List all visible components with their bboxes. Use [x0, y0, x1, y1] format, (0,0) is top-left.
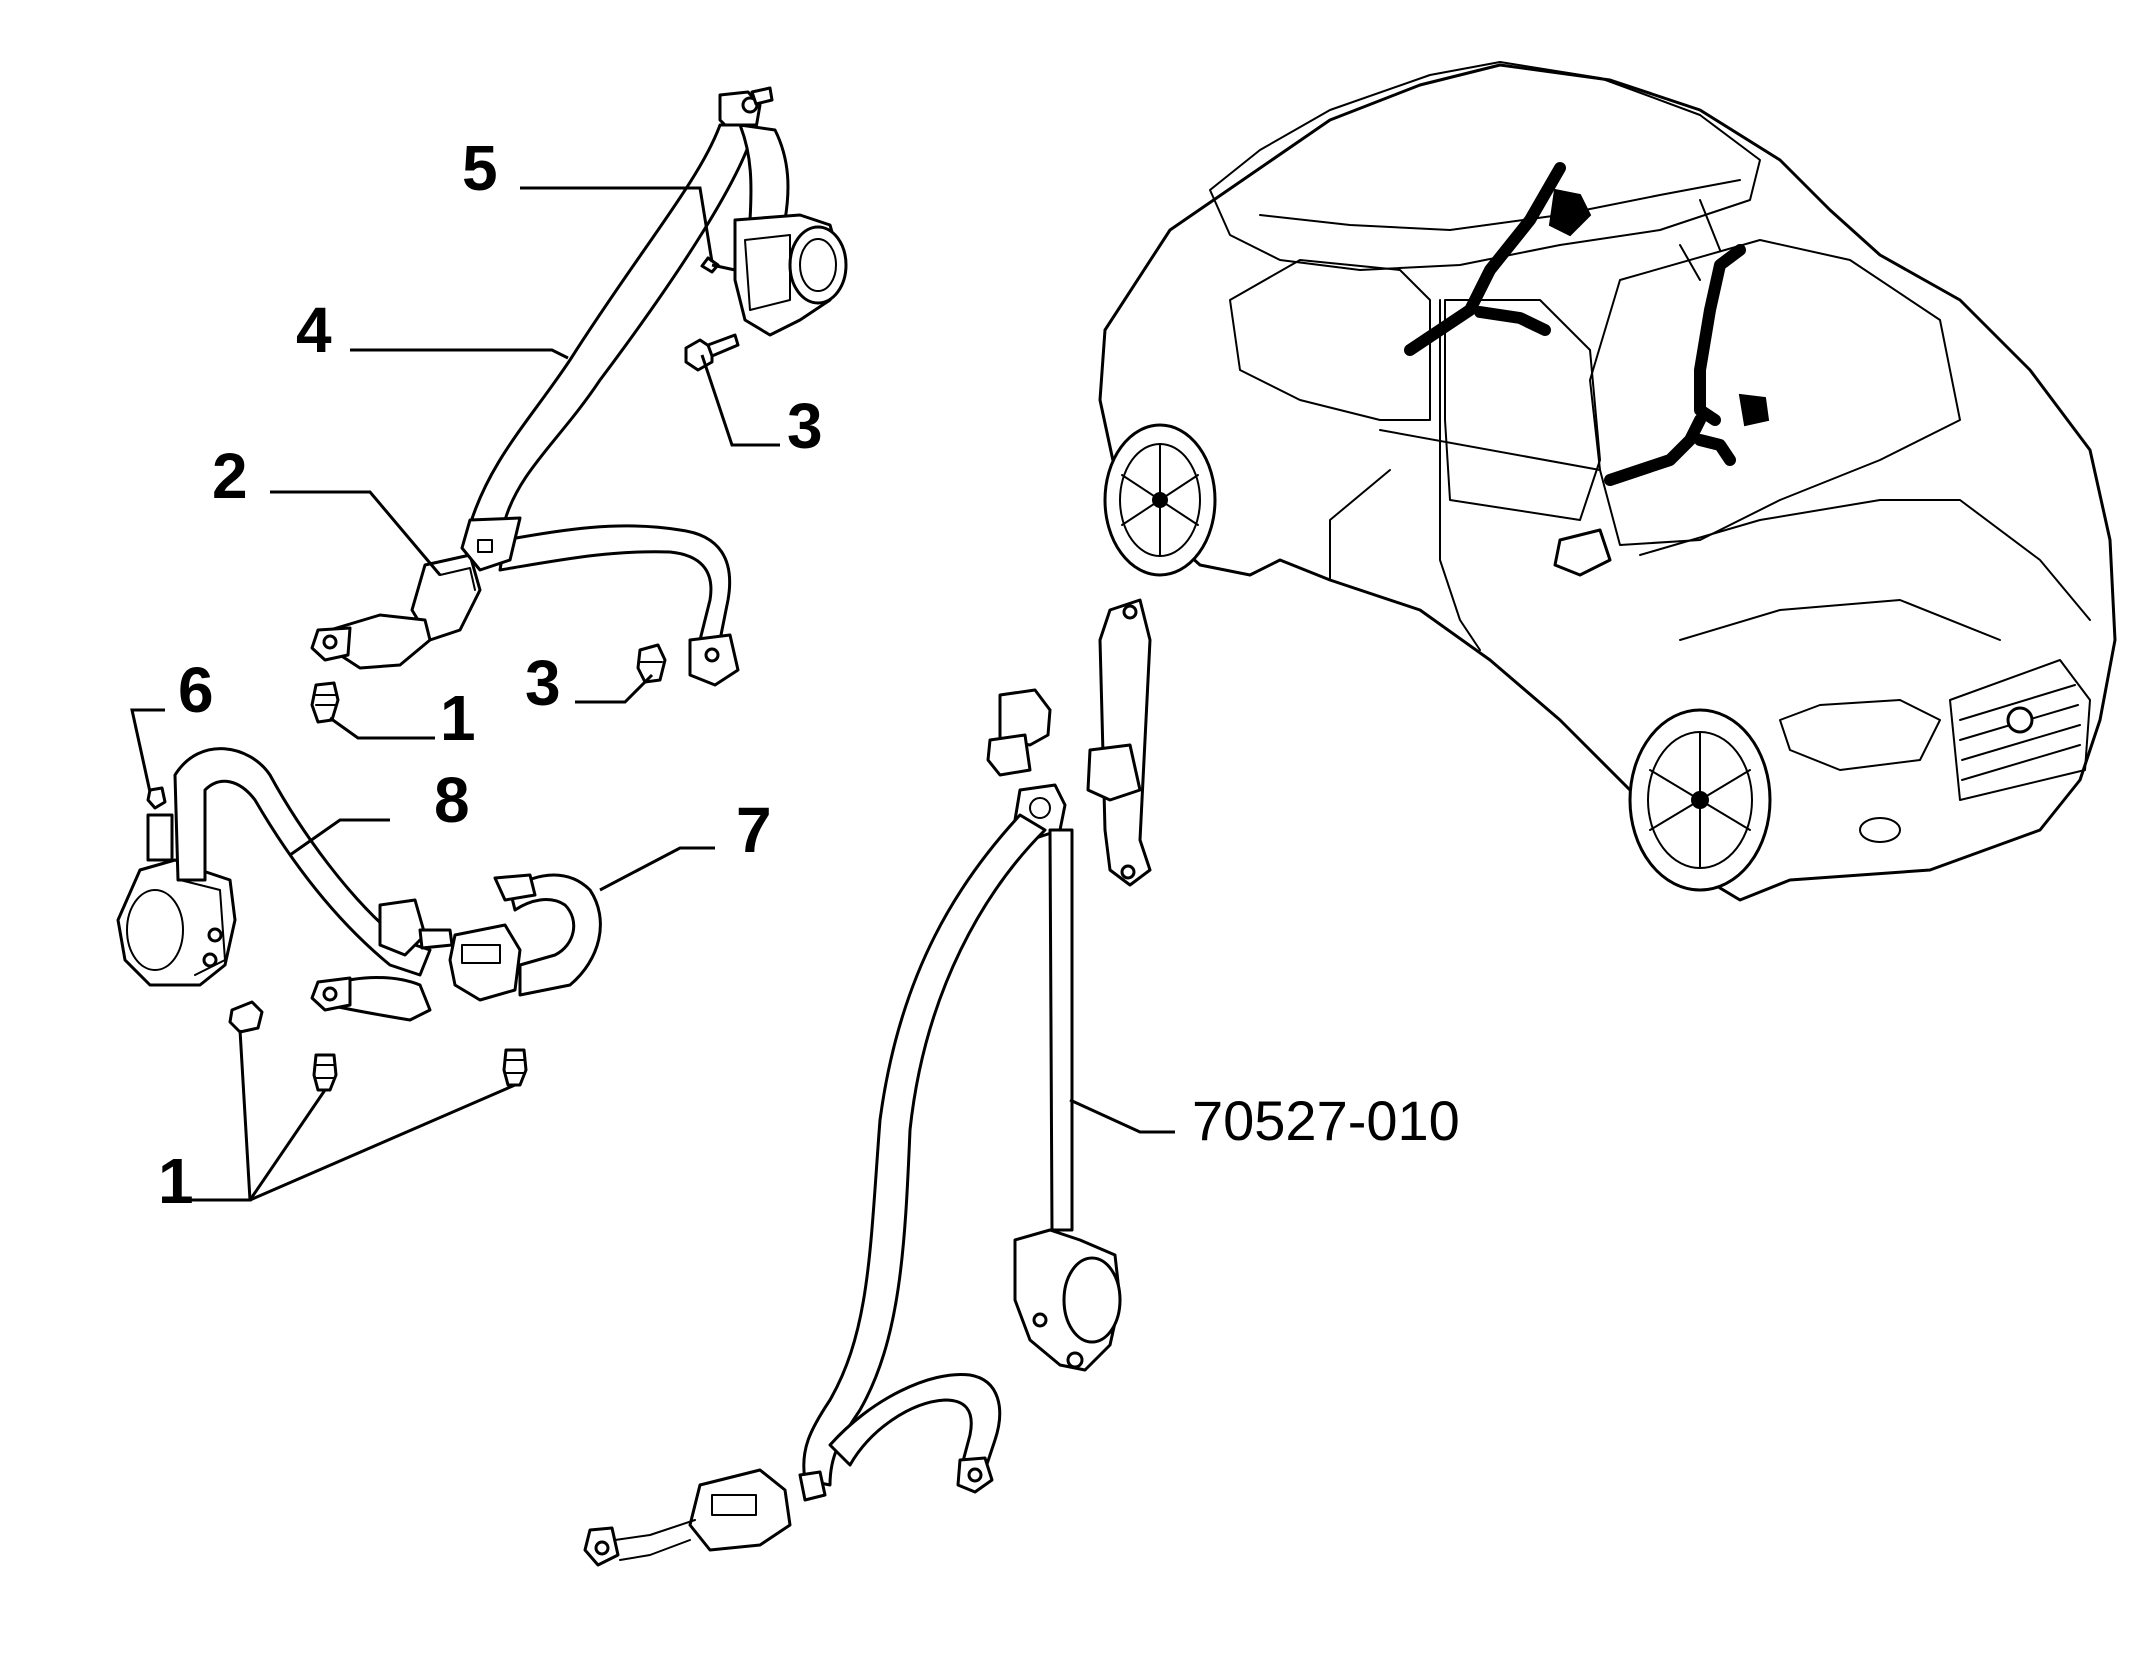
callout-8: 8 [434, 764, 470, 836]
callout-3-lower: 3 [525, 647, 561, 719]
upper-belt-assembly [310, 86, 848, 724]
callout-6: 6 [178, 654, 214, 726]
front-wheel [1628, 708, 1772, 892]
lower-belt-assembly [116, 747, 602, 1092]
car-belt-front [1694, 244, 1746, 426]
center-buckle [688, 1468, 792, 1552]
rear-wheel [1103, 423, 1217, 577]
callout-4: 4 [296, 294, 332, 366]
car-belt-rear-left [1404, 162, 1566, 356]
car-illustration [1098, 61, 2117, 902]
center-belt-assembly [583, 598, 1152, 1567]
callout-7: 7 [736, 794, 772, 866]
callout-5: 5 [462, 132, 498, 204]
part-reference-code: 70527-010 [1192, 1089, 1460, 1152]
belt-webbing-center [802, 813, 1047, 1487]
callout-1-upper: 1 [440, 682, 476, 754]
belt-webbing-4 [468, 123, 757, 527]
leader-lines [130, 186, 1175, 1202]
callout-2: 2 [212, 440, 248, 512]
callout-3-upper: 3 [787, 390, 823, 462]
callout-labels: 5 4 3 2 3 1 6 8 7 1 70527-010 [158, 132, 1460, 1217]
height-adjuster-rail [1098, 598, 1152, 887]
callout-1-lower: 1 [158, 1145, 194, 1217]
belt-webbing-8 [173, 747, 432, 977]
